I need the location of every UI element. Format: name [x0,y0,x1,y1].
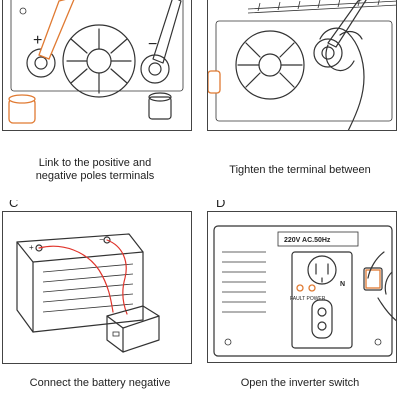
voltage-label: 220V AC.50Hz [284,237,331,244]
power-light [308,284,316,292]
caption-c: Connect the battery negative [0,377,200,390]
caption-c-line-1: Connect the battery negative [29,377,171,389]
ac-socket: N [291,251,353,349]
inverter-switch-illustration: 220V AC.50Hz N FAULT POWER [213,225,396,357]
fault-power-label: FAULT POWER [290,296,326,302]
panel-d: D 220V AC.50Hz N FAULT POWER [200,200,400,400]
inverter-box [106,305,160,353]
inverter-terminals-illustration: + − [8,0,184,124]
panel-letter-d: D [216,200,226,210]
illustration-frame-a: + − [2,0,192,131]
caption-d: Open the inverter switch [200,377,400,390]
positive-terminal [26,0,75,78]
illustration-frame-b [207,0,397,131]
hand-outline [319,27,365,130]
panel-letter-c: C [9,200,19,210]
positive-sign: + [33,32,42,49]
caption-a-line-1: Link to the positive and [38,157,152,169]
battery-negative-sign: − [99,235,104,244]
battery-connection-illustration: + − [16,233,160,353]
caption-a-line-2: negative poles terminals [35,170,155,182]
fan-grill [235,30,305,100]
illustration-frame-d: 220V AC.50Hz N FAULT POWER [207,211,397,363]
caption-a: Link to the positive and negative poles … [0,157,195,183]
panel-a: + − Link to the positive and negative po… [0,0,200,200]
caption-b-line-1: Tighten the terminal between [229,164,371,176]
n-mark: N [340,281,345,288]
panel-c: C + − Co [0,200,200,400]
caption-d-line-1: Open the inverter switch [240,377,360,389]
power-switch[interactable] [363,267,383,291]
battery: + − [16,233,144,333]
fan-grill [62,24,136,98]
negative-terminal [140,0,182,84]
panel-b: Tighten the terminal between [200,0,400,200]
negative-sign: − [148,36,157,53]
hand-outline [367,251,396,322]
tighten-terminal-illustration [208,0,396,130]
caption-b: Tighten the terminal between [200,164,400,177]
fault-light [296,284,304,292]
battery-positive-sign: + [29,243,34,252]
illustration-frame-c: + − [2,211,192,364]
